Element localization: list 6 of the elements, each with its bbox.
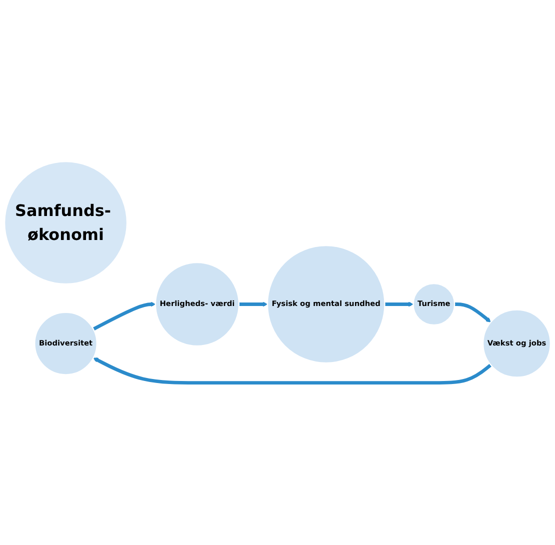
arrow (384, 302, 414, 308)
arrow (454, 302, 491, 323)
arrow (92, 302, 156, 331)
arrow (93, 358, 492, 385)
node-circle: Samfunds- økonomi (4, 161, 128, 285)
arrow (238, 302, 268, 308)
